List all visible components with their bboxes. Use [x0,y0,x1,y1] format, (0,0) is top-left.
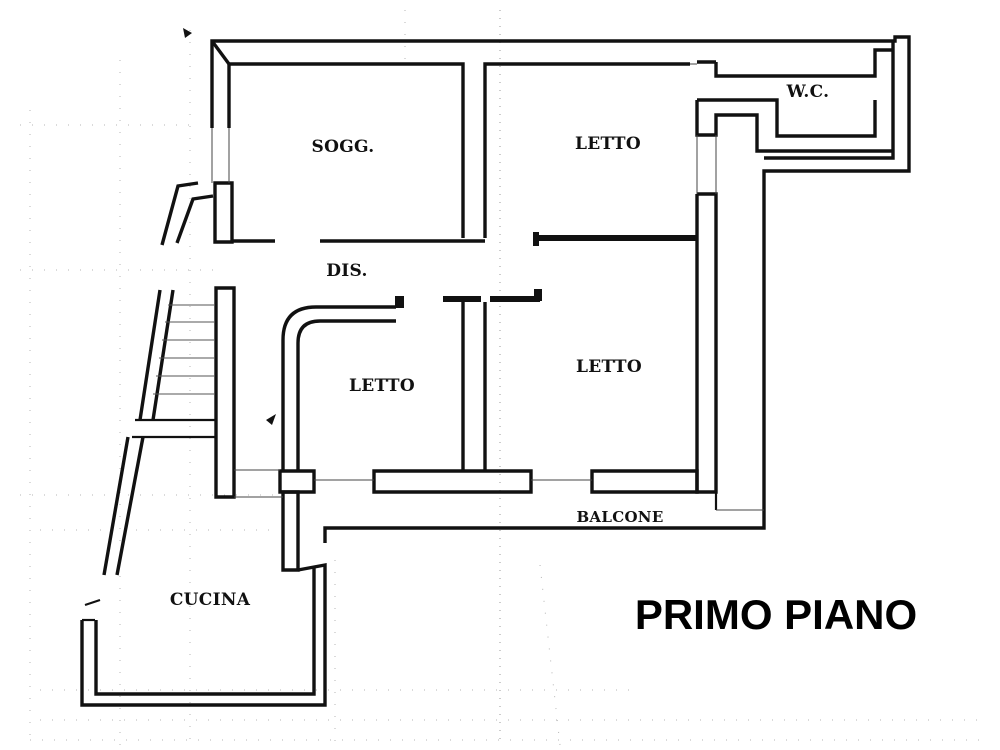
floor-title: PRIMO PIANO [635,591,917,638]
room-label-letto-top: LETTO [575,134,641,154]
room-label-soggiorno: SOGG. [312,137,375,157]
room-label-disimpegno: DIS. [326,261,367,281]
room-label-balcone: BALCONE [576,508,663,526]
openings [211,63,764,511]
room-label-cucina: CUCINA [170,590,251,610]
room-label-letto-middle: LETTO [349,376,415,396]
stair-wing [84,181,216,607]
room-label-wc: W.C. [786,82,830,102]
outer-walls [210,35,911,543]
room-label-letto-right: LETTO [576,357,642,377]
marker-arrows [183,28,276,425]
scan-grid-lines [20,10,980,746]
interior-walls [80,181,697,707]
